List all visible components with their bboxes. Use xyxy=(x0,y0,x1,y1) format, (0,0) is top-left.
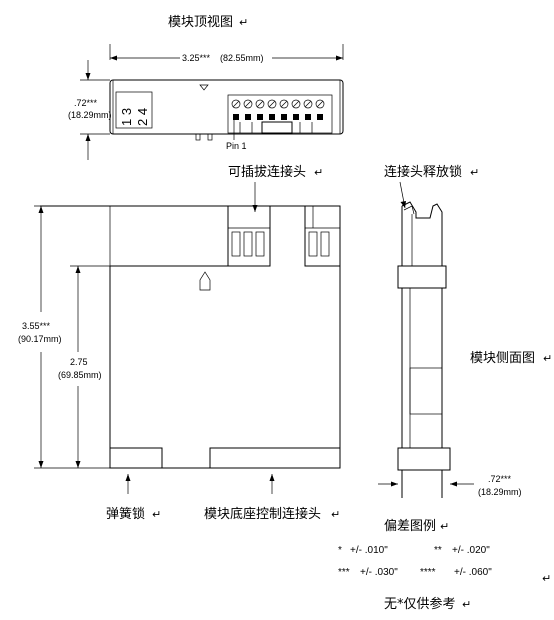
terminal-openings xyxy=(233,114,323,120)
reference-only-note: 无*仅供参考 xyxy=(384,596,456,612)
side-view-module xyxy=(397,201,451,498)
tolerance-stars: ** xyxy=(434,545,442,556)
tolerance-value: +/- .010" xyxy=(350,545,388,556)
tolerance-value: +/- .060" xyxy=(454,567,492,578)
paragraph-mark: ↵ xyxy=(239,16,248,29)
pin-1-label: Pin 1 xyxy=(226,141,247,151)
paragraph-mark: ↵ xyxy=(440,520,449,533)
tolerance-stars: *** xyxy=(338,567,350,578)
body-height-dimension: 2.75 (69.85mm) xyxy=(58,265,110,468)
tolerance-stars: * xyxy=(338,545,342,556)
side-depth-inches: .72*** xyxy=(488,474,512,484)
width-mm: (82.55mm) xyxy=(220,53,264,63)
width-dimension: 3.25*** (82.55mm) xyxy=(109,44,344,63)
body-height-inches: 2.75 xyxy=(70,357,88,367)
tolerance-legend-title: 偏差图例 xyxy=(384,519,436,534)
paragraph-mark: ↵ xyxy=(462,598,471,611)
side-view-title: 模块侧面图 xyxy=(470,351,535,366)
side-depth-dimension: .72*** (18.29mm) xyxy=(378,474,522,497)
height-mm: (90.17mm) xyxy=(18,334,62,344)
paragraph-mark: ↵ xyxy=(470,166,479,179)
pluggable-connector-label: 可插拔连接头 xyxy=(228,164,306,180)
height-inches: 3.55*** xyxy=(22,321,51,331)
side-depth-mm: (18.29mm) xyxy=(478,487,522,497)
width-inches: 3.25*** xyxy=(182,53,211,63)
paragraph-mark: ↵ xyxy=(542,572,551,585)
release-lock-label: 连接头释放锁 xyxy=(384,164,462,180)
tolerance-legend: * +/- .010" ** +/- .020" *** +/- .030" *… xyxy=(338,545,492,578)
height-dimension: 3.55*** (90.17mm) xyxy=(18,205,110,469)
depth-dimension: .72*** (18.29mm) xyxy=(68,60,112,160)
paragraph-mark: ↵ xyxy=(152,508,161,521)
depth-mm: (18.29mm) xyxy=(68,110,112,120)
front-view-module xyxy=(40,205,341,469)
base-connector-label: 模块底座控制连接头 xyxy=(204,506,321,522)
tolerance-value: +/- .020" xyxy=(452,545,490,556)
paragraph-mark: ↵ xyxy=(314,166,323,179)
tolerance-value: +/- .030" xyxy=(360,567,398,578)
body-height-mm: (69.85mm) xyxy=(58,370,102,380)
depth-inches: .72*** xyxy=(74,98,98,108)
terminal-label-13: 1 3 xyxy=(119,108,134,126)
spring-lock-label: 弹簧锁 xyxy=(106,506,145,522)
top-view-module: 1 3 2 4 xyxy=(109,79,344,141)
tolerance-stars: **** xyxy=(420,567,436,578)
paragraph-mark: ↵ xyxy=(331,508,340,521)
top-view-title: 模块顶视图 xyxy=(168,15,233,30)
paragraph-mark: ↵ xyxy=(543,352,552,365)
screw-terminals xyxy=(231,99,325,109)
terminal-label-24: 2 4 xyxy=(135,108,150,126)
